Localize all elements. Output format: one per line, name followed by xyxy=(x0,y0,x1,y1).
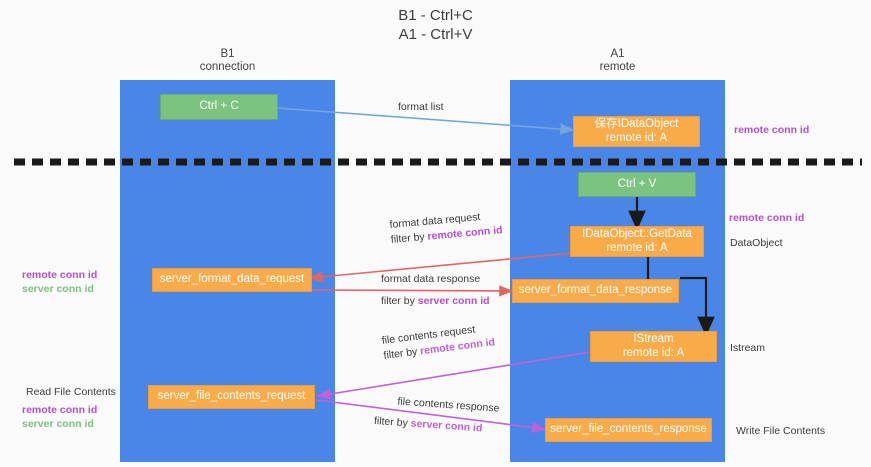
lane-header-b1-sub: connection xyxy=(199,61,256,73)
side-note-left-mid-server: server conn id xyxy=(22,283,94,295)
side-note-right-istream: Istream xyxy=(730,342,766,354)
node-server-format-data-response[interactable]: server_format_data_response xyxy=(512,279,679,303)
node-server-file-contents-request[interactable]: server_file_contents_request xyxy=(148,385,315,409)
lane-header-b1-main: B1 xyxy=(220,48,235,60)
node-istream-remote-id: remote id: A xyxy=(622,346,685,359)
title-line-1: B1 - Ctrl+C xyxy=(398,7,473,24)
side-note-right-remote-conn-id-top: remote conn id xyxy=(734,124,810,136)
edge-label-fmt-req-prefix: filter by xyxy=(390,230,429,246)
edge-label-fmt-resp-line2: filter by server conn id xyxy=(381,294,490,309)
node-idataobject[interactable]: 保存IDataObject remote id: A xyxy=(573,116,700,147)
node-ctrl-v[interactable]: Ctrl + V xyxy=(578,172,696,197)
edge-label-file-contents-response: file contents response filter by server … xyxy=(373,393,500,438)
side-note-right-write-file-contents: Write File Contents xyxy=(736,425,826,437)
node-idataobject-remote-id: remote id: A xyxy=(605,131,668,144)
lane-header-b1: B1 connection xyxy=(120,48,335,74)
edge-label-file-contents-request: file contents request filter by remote c… xyxy=(381,320,496,363)
node-idataobject-label: 保存IDataObject xyxy=(594,118,679,130)
lane-header-a1-sub: remote xyxy=(599,61,636,73)
node-idataobject-getdata[interactable]: IDataObject::GetData remote id: A xyxy=(570,226,704,257)
node-getdata-remote-id: remote id: A xyxy=(606,241,668,254)
node-server-file-contents-response-label: server_file_contents_response xyxy=(550,423,707,436)
node-getdata-label: IDataObject::GetData xyxy=(582,228,692,240)
side-note-left-mid-remote: remote conn id xyxy=(22,269,98,281)
edge-label-format-list-text: format list xyxy=(398,101,444,113)
edge-label-fmt-resp-key: server conn id xyxy=(417,295,490,307)
node-istream[interactable]: IStream remote id: A xyxy=(590,331,717,362)
side-note-right-remote-conn-id-mid: remote conn id xyxy=(729,212,805,224)
lane-header-a1: A1 remote xyxy=(510,48,725,74)
side-note-left-bottom-remote: remote conn id xyxy=(22,404,98,416)
node-server-format-data-response-label: server_format_data_response xyxy=(518,284,673,297)
lane-header-a1-main: A1 xyxy=(610,48,625,60)
side-note-left-bottom-server: server conn id xyxy=(22,418,94,430)
edge-label-format-data-request: format data request filter by remote con… xyxy=(389,208,503,248)
edge-label-file-resp-line1: file contents response xyxy=(397,395,500,415)
edge-label-file-resp-key: server conn id xyxy=(410,417,483,435)
edge-label-file-resp-prefix: filter by xyxy=(373,414,412,430)
node-server-file-contents-response[interactable]: server_file_contents_response xyxy=(545,418,712,442)
edge-label-format-data-response: format data response filter by server co… xyxy=(381,272,490,309)
side-note-right-dataobject: DataObject xyxy=(730,237,783,249)
title-line-2: A1 - Ctrl+V xyxy=(398,26,473,43)
node-server-format-data-request[interactable]: server_format_data_request xyxy=(152,268,312,292)
page-title: B1 - Ctrl+C A1 - Ctrl+V xyxy=(0,6,871,44)
node-ctrl-c-label: Ctrl + C xyxy=(199,100,239,113)
edge-label-file-resp-line2: filter by server conn id xyxy=(373,414,498,438)
side-note-left-read-file-contents: Read File Contents xyxy=(26,386,116,398)
node-server-format-data-request-label: server_format_data_request xyxy=(159,273,305,286)
node-server-file-contents-request-label: server_file_contents_request xyxy=(157,390,306,403)
side-note-left-conn-ids-bottom: remote conn id server conn id xyxy=(22,403,97,431)
edge-label-format-list: format list xyxy=(398,100,444,115)
edge-label-file-req-prefix: filter by xyxy=(382,345,421,362)
node-istream-label: IStream xyxy=(633,333,674,345)
edge-label-fmt-resp-prefix: filter by xyxy=(381,295,418,307)
node-ctrl-c[interactable]: Ctrl + C xyxy=(160,94,278,120)
edge-label-fmt-resp-line1: format data response xyxy=(381,273,481,285)
node-ctrl-v-label: Ctrl + V xyxy=(617,177,657,190)
side-note-left-conn-ids-mid: remote conn id server conn id xyxy=(22,268,97,296)
